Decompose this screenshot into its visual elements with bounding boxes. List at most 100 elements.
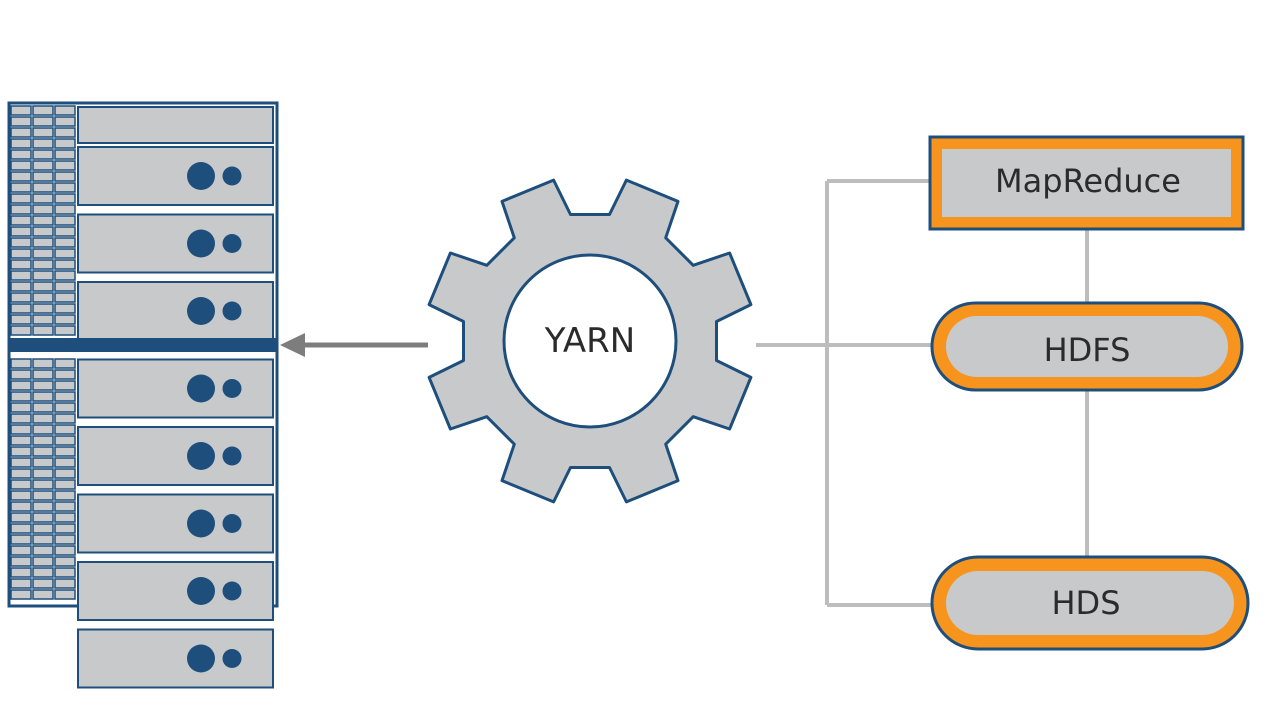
rack-vent-cell — [32, 435, 54, 446]
rack-vent-cell — [10, 259, 32, 270]
rack-vent-cell — [32, 171, 54, 182]
rack-vent-cell — [10, 160, 32, 171]
rack-vent-cell — [10, 391, 32, 402]
rack-vent-cell — [10, 358, 32, 369]
rack-vent-cell — [54, 259, 76, 270]
rack-top-panel — [77, 106, 274, 144]
server-led-small — [222, 649, 242, 668]
rack-vent-cell — [54, 105, 76, 116]
rack-vent-cell — [32, 248, 54, 259]
rack-vent-cell — [32, 160, 54, 171]
mapreduce-label: MapReduce — [995, 162, 1181, 200]
rack-vent-cell — [54, 402, 76, 413]
rack-vent-cell — [54, 171, 76, 182]
rack-vent-cell — [54, 501, 76, 512]
rack-vent-cell — [54, 160, 76, 171]
server-unit-panel — [77, 358, 274, 419]
server-led-large — [187, 297, 215, 325]
rack-vent-cell — [32, 237, 54, 248]
rack-vent-cell — [10, 237, 32, 248]
rack-vent-cell — [54, 116, 76, 127]
rack-vent-cell — [32, 534, 54, 545]
rack-vent-cell — [10, 369, 32, 380]
rack-vent-cell — [10, 325, 32, 336]
rack-vent-cell — [54, 314, 76, 325]
server-led-small — [222, 234, 242, 253]
server-rack-icon — [7, 101, 279, 689]
rack-vent-cell — [32, 479, 54, 490]
rack-vent-cell — [54, 589, 76, 600]
rack-vent-cell — [10, 314, 32, 325]
rack-vent-cell — [10, 578, 32, 589]
rack-vent-cell — [32, 391, 54, 402]
gear-hub — [502, 253, 678, 429]
server-unit-panel — [77, 628, 274, 689]
rack-vent-cell — [32, 578, 54, 589]
server-unit-panel — [77, 493, 274, 554]
rack-vent-cell — [54, 534, 76, 545]
rack-vent-cell — [54, 523, 76, 534]
rack-vent-cell — [32, 501, 54, 512]
rack-vent-cell — [10, 226, 32, 237]
server-led-small — [222, 514, 242, 533]
rack-vent-cell — [32, 325, 54, 336]
rack-vent-cell — [10, 567, 32, 578]
rack-vent-cell — [32, 149, 54, 160]
rack-vent-cell — [10, 116, 32, 127]
rack-vent-cell — [54, 325, 76, 336]
rack-vent-cell — [10, 127, 32, 138]
server-unit — [77, 281, 274, 341]
rack-vent-cell — [10, 545, 32, 556]
rack-vent-cell — [54, 226, 76, 237]
rack-vent-cell — [54, 292, 76, 303]
rack-vent-cell — [10, 193, 32, 204]
rack-vent-cell — [54, 127, 76, 138]
rack-vent-cell — [54, 512, 76, 523]
rack-vent-cell — [10, 556, 32, 567]
rack-units — [77, 106, 274, 689]
rack-vent-cell — [10, 215, 32, 226]
rack-vent-cell — [32, 380, 54, 391]
yarn-to-rack-arrow — [280, 333, 428, 357]
rack-vent-cell — [32, 413, 54, 424]
mapreduce-node: MapReduce — [928, 135, 1245, 231]
server-led-large — [187, 577, 215, 605]
rack-vent-cell — [54, 556, 76, 567]
rack-vent-cell — [54, 281, 76, 292]
rack-vent-cell — [10, 468, 32, 479]
rack-vent-cell — [32, 270, 54, 281]
connector-lines — [756, 179, 1089, 607]
server-unit — [77, 358, 274, 419]
rack-vent-cell — [54, 182, 76, 193]
rack-vent-cell — [32, 215, 54, 226]
rack-vent-cell — [10, 512, 32, 523]
rack-vent-cell — [32, 116, 54, 127]
rack-vent-cell — [54, 457, 76, 468]
rack-vent-cell — [54, 567, 76, 578]
rack-vent-cell — [54, 358, 76, 369]
rack-vent-cell — [32, 589, 54, 600]
rack-vent-cell — [10, 424, 32, 435]
rack-vent-cell — [32, 457, 54, 468]
rack-vent-cell — [54, 303, 76, 314]
rack-vent-cell — [32, 468, 54, 479]
server-unit-panel — [77, 281, 274, 341]
hdfs-label: HDFS — [1044, 331, 1131, 369]
rack-vent-cell — [54, 413, 76, 424]
rack-vent-cell — [32, 303, 54, 314]
rack-vent-cell — [54, 369, 76, 380]
rack-vent-cell — [54, 138, 76, 149]
server-led-large — [187, 442, 215, 470]
rack-vent-cell — [32, 402, 54, 413]
server-unit — [77, 213, 274, 274]
rack-vent-cell — [32, 358, 54, 369]
rack-vent-cell — [32, 567, 54, 578]
rack-vent-cell — [10, 435, 32, 446]
rack-vent-cell — [10, 270, 32, 281]
server-led-small — [222, 581, 242, 601]
rack-vent-cell — [32, 490, 54, 501]
rack-vent-cell — [54, 149, 76, 160]
server-led-small — [222, 301, 242, 321]
